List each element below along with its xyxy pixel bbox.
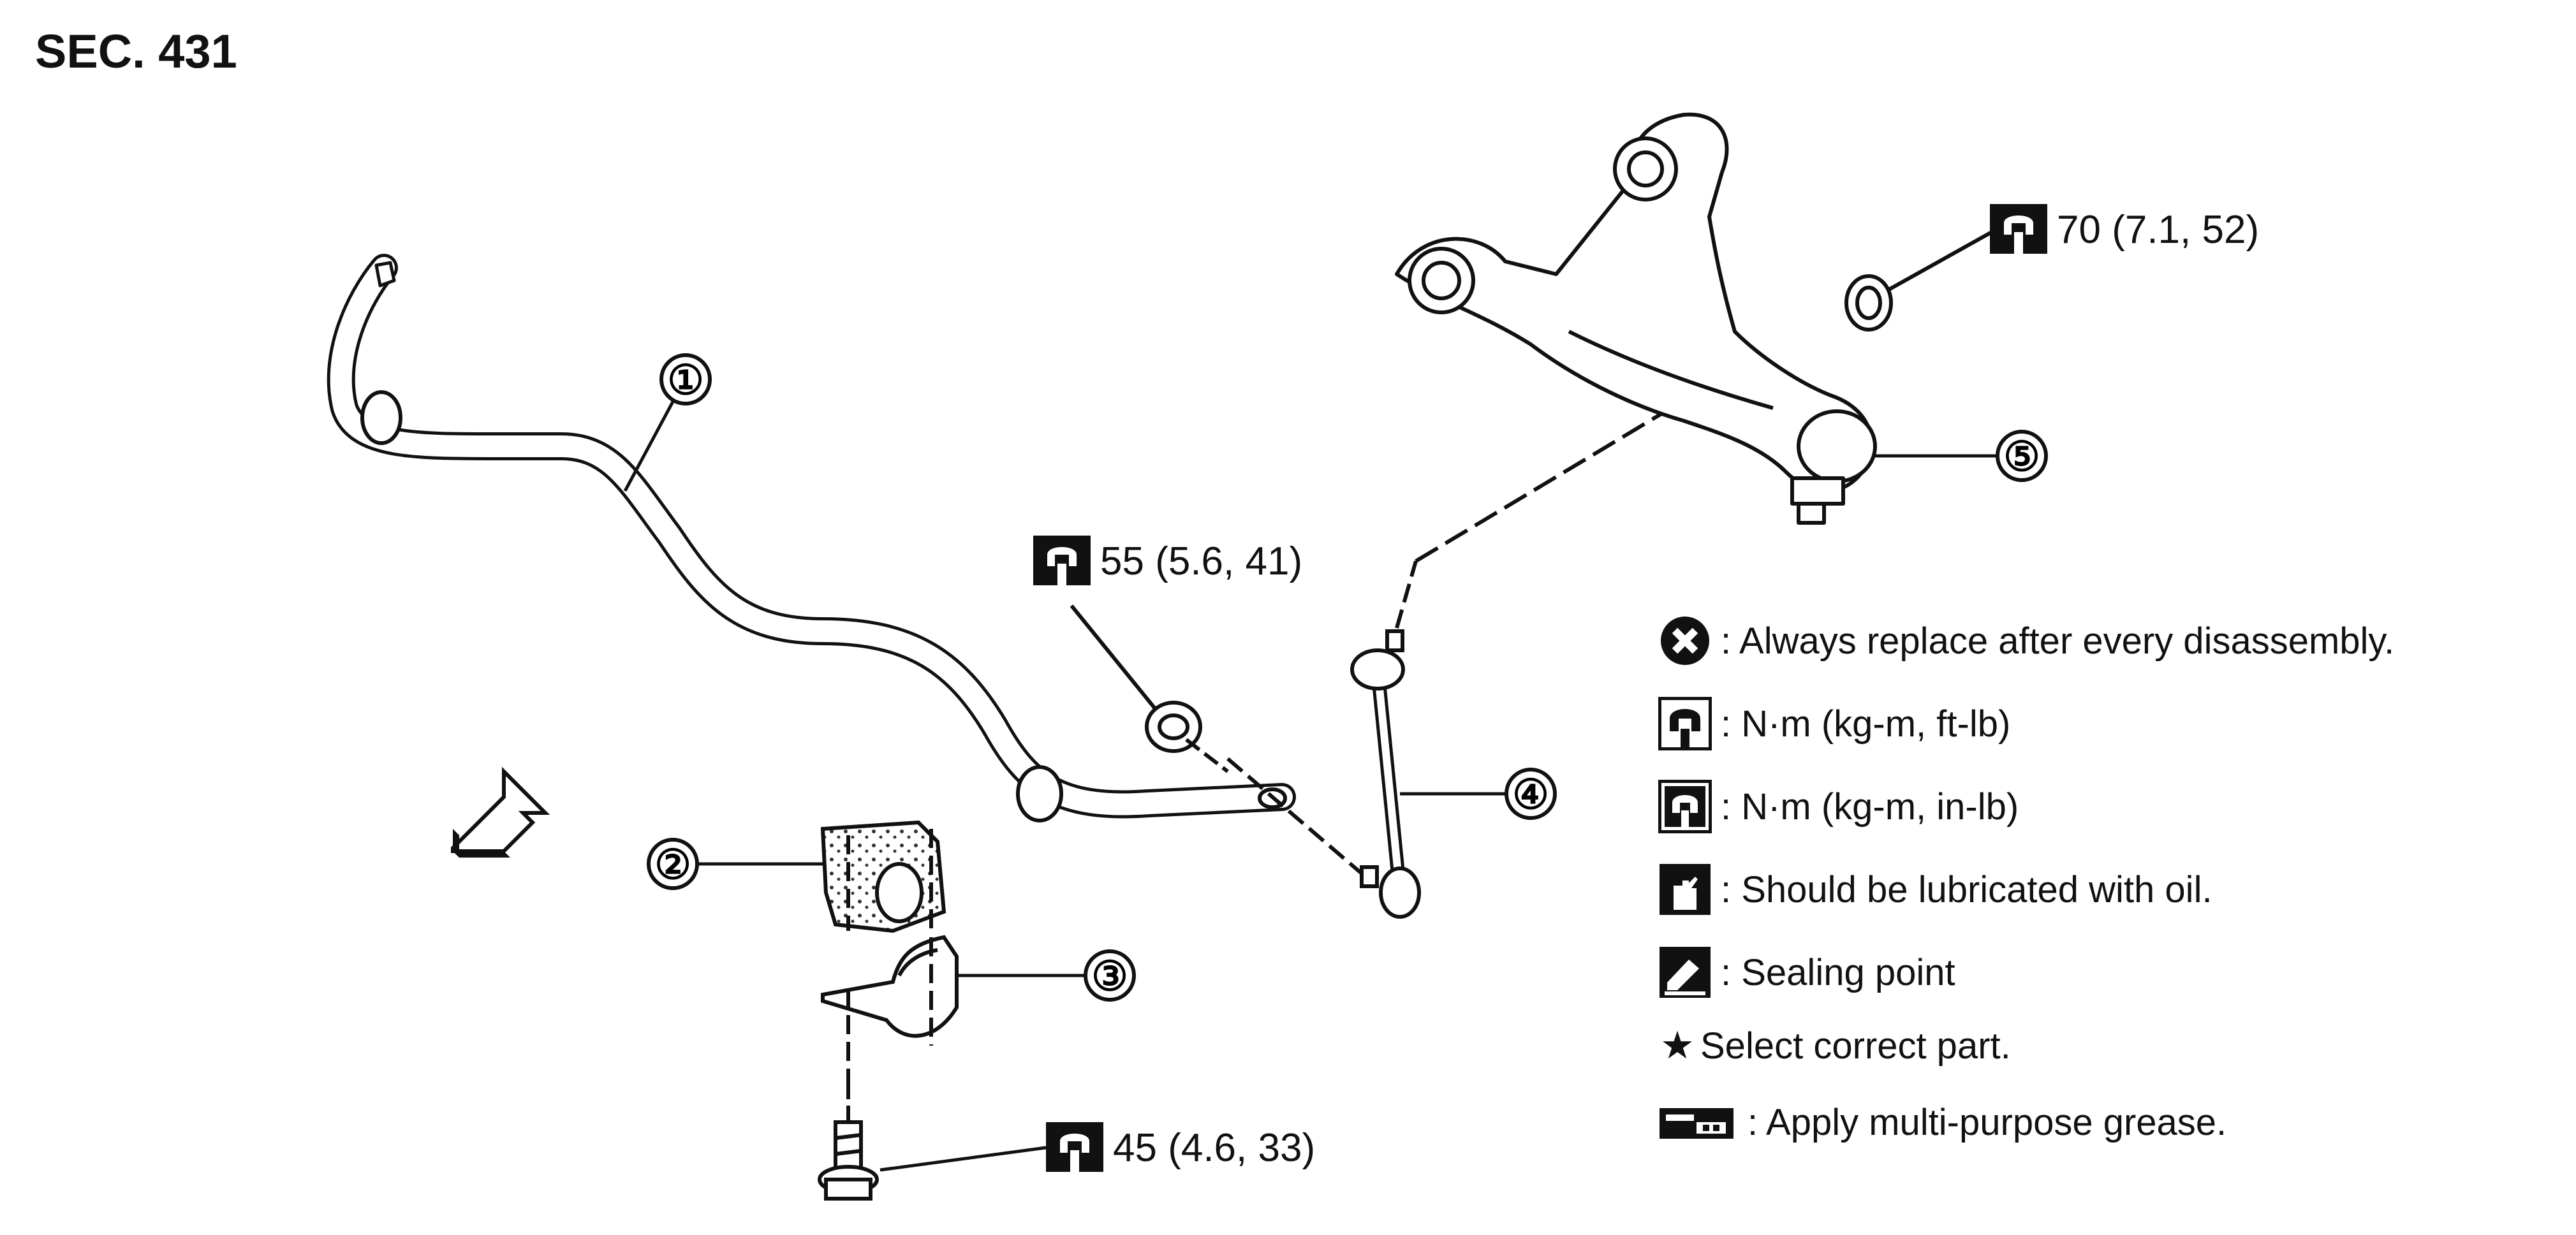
callout-4: ④ [1505, 768, 1557, 820]
legend-text: Select correct part. [1700, 1025, 2011, 1067]
callout-5: ⑤ [1996, 430, 2048, 482]
replace-x-icon [1661, 617, 1709, 665]
svg-text:②: ② [654, 842, 691, 888]
sealing-point-icon [1660, 947, 1711, 998]
bushing [820, 820, 946, 933]
upper-link-nut [1844, 228, 1998, 332]
clamp [821, 935, 959, 1084]
legend-text: : Should be lubricated with oil. [1721, 868, 2212, 910]
legend-item-grease: : Apply multi-purpose grease. [1658, 1090, 2226, 1154]
legend-text: : Apply multi-purpose grease. [1748, 1101, 2227, 1143]
legend-item-oil: : Should be lubricated with oil. [1658, 858, 2212, 921]
bar-link-nut [1070, 604, 1229, 773]
legend-item-replace: : Always replace after every disassembly… [1658, 609, 2394, 673]
callout-leaders [623, 400, 1996, 1172]
connecting-rod [1226, 406, 1672, 919]
torque-wrench-icon [1046, 1122, 1103, 1172]
svg-text:①: ① [667, 357, 703, 403]
callout-3: ③ [1084, 949, 1136, 1002]
torque-spec-clamp-bolt: 45 (4.6, 33) [1113, 1126, 1316, 1170]
stabilizer-bar [327, 254, 1296, 822]
star-icon: ★ [1660, 1023, 1695, 1068]
torque-wrench-icon [1658, 697, 1712, 750]
legend-text: : Sealing point [1721, 951, 1955, 993]
svg-text:④: ④ [1512, 771, 1549, 817]
legend-text: : N·m (kg-m, ft-lb) [1721, 703, 2011, 745]
front-direction-arrow [451, 766, 550, 858]
torque-wrench-icon [1033, 536, 1091, 585]
grease-icon [1660, 1108, 1733, 1139]
oil-can-icon [1660, 864, 1711, 915]
legend-item-torque-in-lb: : N·m (kg-m, in-lb) [1658, 775, 2019, 838]
torque-spec-bar-link-nut: 55 (5.6, 41) [1100, 539, 1303, 583]
svg-text:⑤: ⑤ [2003, 434, 2040, 479]
legend-text: : Always replace after every disassembly… [1721, 620, 2395, 662]
legend-text: : N·m (kg-m, in-lb) [1721, 786, 2019, 828]
torque-wrench-icon [1990, 204, 2047, 254]
clamp-bolt [818, 1084, 879, 1201]
legend-item-torque-ft-lb: : N·m (kg-m, ft-lb) [1658, 692, 2010, 756]
legend-item-sealing: : Sealing point [1658, 940, 1955, 1004]
upper-link [1395, 112, 1877, 525]
callout-2: ② [647, 838, 699, 890]
section-label: SEC. 431 [35, 25, 237, 78]
torque-wrench-small-icon [1658, 780, 1712, 833]
callout-1: ① [659, 353, 712, 406]
torque-spec-upper-link-nut: 70 (7.1, 52) [2057, 208, 2260, 252]
legend-item-select-part: ★ Select correct part. [1658, 1014, 2011, 1078]
svg-text:③: ③ [1091, 953, 1128, 999]
